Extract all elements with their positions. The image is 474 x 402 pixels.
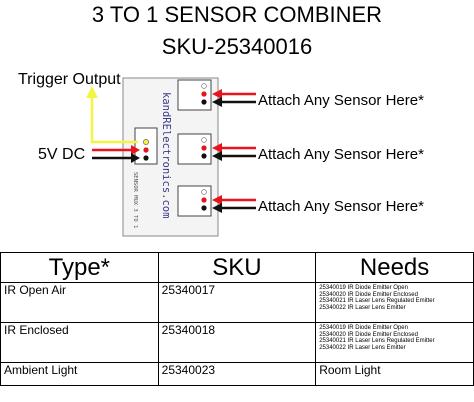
- table-row: Ambient Light 25340023 Room Light: [0, 362, 474, 386]
- board-small-text: SENSOR MUX 3 TO 1: [132, 172, 138, 228]
- sensor-1-red-arrowhead: [212, 89, 222, 99]
- attach-sensor-label-3: Attach Any Sensor Here*: [258, 198, 424, 215]
- needs-item: 25340021 IR Laser Lens Regulated Emitter: [319, 338, 435, 344]
- header-needs: Needs: [315, 252, 474, 283]
- row-needs: Room Light: [315, 362, 474, 386]
- trigger-wire: [90, 97, 138, 144]
- sensor-2-ground-pin: [201, 153, 207, 159]
- power-black-arrowhead: [131, 153, 140, 163]
- header-type: Type*: [0, 252, 159, 283]
- needs-item: 25340022 IR Laser Lens Emitter: [319, 304, 406, 311]
- row-needs: 25340019 IR Diode Emitter Open 25340020 …: [315, 322, 474, 363]
- row-type: IR Enclosed: [0, 322, 159, 363]
- trigger-pin: [143, 139, 149, 145]
- sensor-3-positive-pin: [201, 197, 207, 203]
- sensor-1-ground-pin: [201, 99, 207, 105]
- needs-item: 25340020 IR Diode Emitter Enclosed: [319, 291, 418, 298]
- needs-item: 25340021 IR Laser Lens Regulated Emitter: [319, 298, 435, 304]
- row-type: Ambient Light: [0, 362, 159, 386]
- trigger-output-label: Trigger Output: [18, 71, 121, 88]
- row-type: IR Open Air: [0, 282, 159, 323]
- wiring-diagram: kandRElectronics.com SENSOR MUX 3 TO 1: [86, 77, 256, 237]
- sensor-2-positive-pin: [201, 145, 207, 151]
- table-header-row: Type* SKU Needs: [0, 252, 474, 283]
- needs-item: 25340020 IR Diode Emitter Enclosed: [319, 331, 418, 338]
- header-sku: SKU: [157, 252, 317, 283]
- power-label: 5V DC: [38, 146, 86, 163]
- board-vertical-text: kandRElectronics.com: [160, 92, 172, 218]
- needs-item: Room Light: [319, 363, 381, 377]
- row-sku: 25340023: [157, 362, 317, 386]
- row-needs: 25340019 IR Diode Emitter Open 25340020 …: [315, 282, 474, 323]
- sensor-2-signal-pin: [201, 137, 207, 143]
- sensor-3-signal-pin: [201, 189, 207, 195]
- sensor-3-black-arrowhead: [212, 203, 222, 213]
- needs-item: 25340019 IR Diode Emitter Open: [319, 325, 408, 331]
- attach-sensor-label-2: Attach Any Sensor Here*: [258, 146, 424, 163]
- sensor-2-black-arrowhead: [212, 151, 222, 161]
- diagram-sku-title: SKU-25340016: [161, 34, 313, 59]
- sensor-2-red-arrowhead: [212, 143, 222, 153]
- row-sku: 25340017: [157, 282, 317, 323]
- sensor-3-ground-pin: [201, 205, 207, 211]
- sensor-type-table: Type* SKU Needs IR Open Air 25340017 253…: [0, 252, 474, 386]
- sensor-1-positive-pin: [201, 91, 207, 97]
- trigger-arrowhead: [86, 86, 98, 98]
- positive-pin: [143, 147, 149, 153]
- diagram-title: 3 TO 1 SENSOR COMBINER: [91, 2, 383, 27]
- needs-item: 25340022 IR Laser Lens Emitter: [319, 344, 406, 351]
- sensor-1-black-arrowhead: [212, 97, 222, 107]
- ground-pin: [143, 155, 149, 161]
- row-sku: 25340018: [157, 322, 317, 363]
- table-row: IR Enclosed 25340018 25340019 IR Diode E…: [0, 322, 474, 363]
- needs-item: 25340019 IR Diode Emitter Open: [319, 285, 408, 291]
- sensor-1-signal-pin: [201, 83, 207, 89]
- power-red-arrowhead: [131, 145, 140, 155]
- attach-sensor-label-1: Attach Any Sensor Here*: [258, 92, 424, 109]
- sensor-3-red-arrowhead: [212, 195, 222, 205]
- power-connector: [134, 127, 158, 165]
- table-row: IR Open Air 25340017 25340019 IR Diode E…: [0, 282, 474, 323]
